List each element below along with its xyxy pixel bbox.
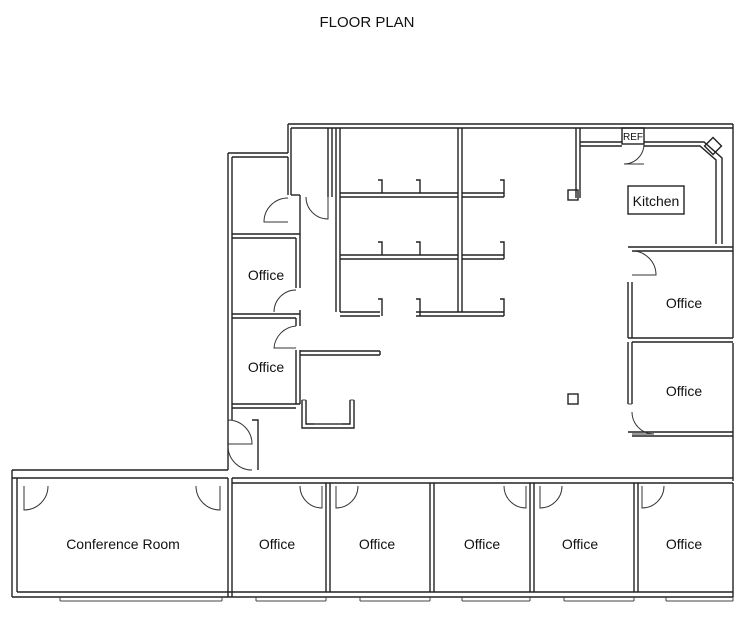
room-label-office-bottom-1: Office — [259, 536, 296, 552]
room-label-office-right-lower: Office — [666, 383, 703, 399]
bottom-room-walls — [59, 483, 734, 602]
room-label-kitchen: Kitchen — [633, 193, 680, 209]
room-label-conference: Conference Room — [66, 536, 180, 552]
left-wing-walls — [232, 128, 381, 409]
room-label-office-left-upper: Office — [248, 267, 285, 283]
cubicles — [335, 128, 505, 317]
right-offices — [627, 246, 733, 437]
room-label-office-bottom-5: Office — [666, 536, 703, 552]
room-label-office-left-lower: Office — [248, 359, 285, 375]
bottom-doors — [23, 485, 665, 511]
kitchen-area — [567, 127, 723, 244]
room-label-ref: REF — [623, 132, 643, 143]
outer-walls — [11, 123, 734, 598]
room-label-office-bottom-3: Office — [464, 536, 501, 552]
room-label-office-bottom-2: Office — [359, 536, 396, 552]
room-label-office-bottom-4: Office — [562, 536, 599, 552]
plan-title: FLOOR PLAN — [319, 14, 414, 31]
room-label-office-right-upper: Office — [666, 295, 703, 311]
reception-desk — [301, 399, 355, 429]
column-marker — [567, 393, 579, 405]
left-wing-doors — [227, 196, 329, 471]
